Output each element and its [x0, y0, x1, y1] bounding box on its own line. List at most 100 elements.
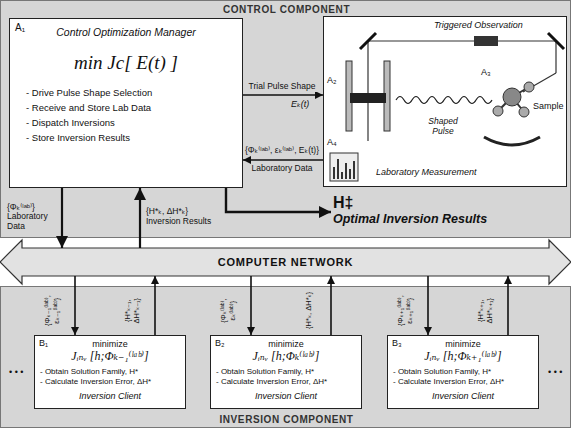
edge-label: {H*ₖ₋₁, ΔH*ₖ₋₁} — [124, 288, 141, 332]
continuation-dots: • • • — [8, 367, 24, 377]
flow-arrow — [226, 188, 331, 212]
flow-arrow — [139, 188, 141, 248]
text-slot: B₂ — [215, 338, 225, 348]
text-slot: • • • — [547, 367, 563, 377]
box-heading: minimize — [216, 339, 356, 349]
network-arrow-outline — [0, 240, 571, 284]
text-slot: {Φₖ⁽ˡᵃᵇ⁾, εₖ⁽ˡᵃᵇ⁾} — [207, 302, 251, 319]
component-title: CONTROL COMPONENT — [1, 4, 571, 16]
callout-number: A₄ — [326, 137, 338, 147]
text-slot: INVERSION COMPONENT — [1, 414, 571, 426]
detector-bar — [341, 172, 343, 179]
task-item: - Receive and Store Lab Data — [26, 103, 236, 114]
molecule-atom — [519, 107, 529, 117]
text-slot: CONTROL COMPONENT — [1, 4, 571, 16]
detector-bar — [333, 167, 335, 179]
edge-label: Laboratory Data — [244, 164, 320, 174]
text-slot: Shaped Pulse — [418, 117, 468, 137]
detector-icon — [330, 153, 358, 181]
task-item: - Calculate Inversion Error, ΔH* — [40, 377, 180, 386]
box-title: Inversion Client — [393, 391, 533, 401]
text-slot: {H*ₖ, ΔH*ₖ} Inversion Results — [145, 207, 217, 227]
edge-label: Trial Pulse Shape — [244, 82, 320, 92]
callout-number: A₂ — [326, 75, 338, 85]
edge-label: {H*ₖ₊₁, ΔH*ₖ₊₁} — [477, 288, 494, 332]
continuation-dots: • • • — [547, 367, 563, 377]
text-slot: B₃ — [392, 338, 402, 348]
text-slot: A₁ — [15, 22, 25, 34]
task-item: - Obtain Solution Family, H* — [216, 367, 356, 376]
component-band: CONTROL COMPONENT A₁Control Optimization … — [0, 0, 571, 238]
objective-formula: Jᵢₙᵥ [h;Φₖ₋₁⁽ˡᵃᵇ⁾] — [40, 350, 180, 364]
molecule-atom — [503, 88, 521, 106]
text-slot: {H*ₖ₊₁, ΔH*ₖ₊₁} — [464, 302, 508, 319]
illustration-label: Shaped Pulse — [418, 117, 468, 137]
task-item: - Obtain Solution Family, H* — [40, 367, 180, 376]
molecule-atom — [524, 82, 534, 92]
box-title: Inversion Client — [216, 391, 356, 401]
task-item: - Drive Pulse Shape Selection — [26, 88, 236, 99]
objective-formula: Jᵢₙᵥ [h;Φₖ₊₁⁽ˡᵃᵇ⁾] — [393, 350, 533, 364]
callout-number: A₃ — [480, 67, 492, 77]
manager-box: A₁Control Optimization Managermin Jc[ E(… — [9, 18, 243, 188]
objective-formula: Jᵢₙᵥ [h;Φₖ⁽ˡᵃᵇ⁾] — [216, 350, 356, 364]
detector-bar — [337, 159, 339, 179]
illustration-label: Triggered Observation — [434, 20, 523, 30]
text-slot: {Φₖ⁽ˡᵃᵇ⁾} Laboratory Data — [6, 203, 56, 232]
signal-label: {Φₖ⁽ˡᵃᵇ⁾, εₖ⁽ˡᵃᵇ⁾, Eₖ(t)} — [244, 146, 320, 156]
flow-arrow — [61, 188, 63, 248]
flow-arrow — [243, 159, 323, 161]
laboratory-box: Triggered ObservationShaped Pulse SampleL… — [323, 16, 567, 187]
box-heading: minimize — [393, 339, 533, 349]
callout-number: B₃ — [392, 338, 402, 348]
text-slot: • • • — [8, 367, 24, 377]
task-item: - Obtain Solution Family, H* — [393, 367, 533, 376]
molecule-atom — [493, 106, 503, 116]
edge-label: {H*ₖ, ΔH*ₖ} — [305, 288, 314, 332]
flow-arrow — [250, 276, 252, 335]
callout-number: B₁ — [39, 338, 48, 348]
task-item: - Calculate Inversion Error, ΔH* — [393, 377, 533, 386]
box-title: Inversion Client — [40, 391, 180, 401]
objective-formula: min Jc[ E(t) ] — [16, 52, 236, 74]
inversion-client-box: B₃minimizeJᵢₙᵥ [h;Φₖ₊₁⁽ˡᵃᵇ⁾] - Obtain Sol… — [387, 335, 539, 409]
flow-arrow — [330, 276, 332, 335]
text-slot: A₄ — [326, 137, 338, 147]
flow-arrow — [243, 94, 323, 96]
mirror — [360, 33, 376, 49]
edge-label: {Φₖ⁽ˡᵃᵇ⁾, εₖ⁽ˡᵃᵇ⁾} — [220, 288, 237, 332]
mirror — [548, 33, 564, 49]
result-title: Optimal Inversion Results — [333, 212, 487, 226]
result-node: H‡Optimal Inversion Results — [331, 194, 489, 227]
network-band: COMPUTER NETWORK — [22, 248, 549, 276]
network-title: COMPUTER NETWORK — [218, 256, 354, 269]
trigger-element — [474, 36, 498, 46]
text-slot: {H*ₖ₋₁, ΔH*ₖ₋₁} — [111, 302, 155, 319]
text-slot: A₃ — [480, 67, 492, 77]
text-slot: {H*ₖ, ΔH*ₖ} — [287, 306, 331, 315]
text-slot: {Φₖ₋₁⁽ˡᵃᵇ⁾, εₖ₋₁⁽ˡᵃᵇ⁾} — [31, 302, 75, 319]
text-slot: Laboratory Measurement — [376, 167, 477, 177]
shaped-pulse-wave — [396, 97, 492, 104]
text-slot: Triggered Observation — [434, 20, 523, 30]
flow-arrow — [427, 276, 429, 335]
laboratory-illustration — [324, 17, 568, 188]
edge-label: {Φₖ⁽ˡᵃᵇ⁾} Laboratory Data — [6, 203, 56, 232]
inversion-client-box: B₂minimizeJᵢₙᵥ [h;Φₖ⁽ˡᵃᵇ⁾] - Obtain Solut… — [210, 335, 362, 409]
flow-arrow — [74, 276, 76, 335]
edge-label: {H*ₖ, ΔH*ₖ} Inversion Results — [145, 207, 217, 227]
flow-arrow — [154, 276, 156, 335]
text-slot: A₂ — [326, 75, 338, 85]
task-item: - Calculate Inversion Error, ΔH* — [216, 377, 356, 386]
text-slot: B₁ — [39, 338, 48, 348]
callout-number: A₁ — [15, 22, 25, 34]
box-heading: minimize — [40, 339, 180, 349]
component-title: INVERSION COMPONENT — [1, 414, 571, 426]
text-slot: Sample — [533, 101, 564, 111]
signal-label: Eₖ(t) — [290, 99, 310, 109]
task-item: - Dispatch Inversions — [26, 118, 236, 129]
text-slot: Eₖ(t) — [290, 99, 310, 109]
laser-beam — [523, 73, 556, 92]
edge-label: {Φₖ₊₁⁽ˡᵃᵇ⁾, εₖ₊₁⁽ˡᵃᵇ⁾} — [397, 288, 414, 332]
pulse-shaper-mask — [350, 93, 386, 103]
